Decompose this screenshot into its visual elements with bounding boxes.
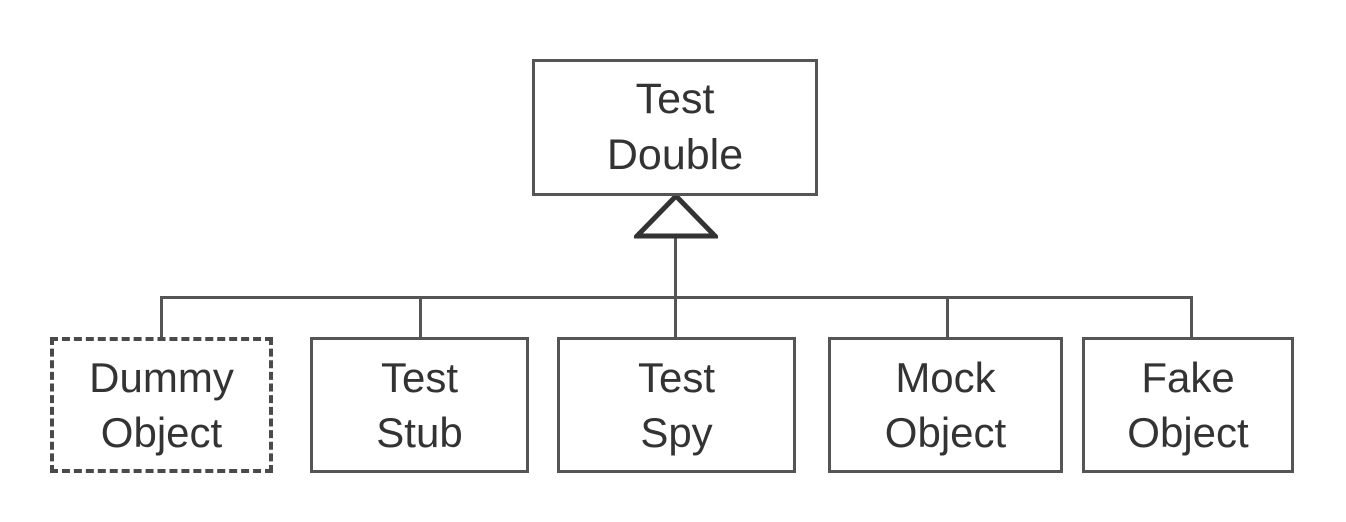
class-label-line1: Test	[637, 353, 716, 401]
class-label-line1: Test	[380, 353, 459, 401]
class-box-mock-object[interactable]: Mock Object	[828, 337, 1063, 473]
class-label-line2: Object	[1127, 408, 1249, 456]
class-label-line1: Dummy	[89, 353, 234, 401]
class-label-line2: Object	[884, 408, 1007, 456]
class-label-line2: Stub	[376, 408, 463, 456]
class-label-line1: Test	[635, 75, 715, 123]
generalization-bus-line	[161, 296, 1193, 299]
class-label-line1: Mock	[895, 353, 996, 401]
class-label-line2: Double	[606, 131, 744, 179]
connector-to-dummy-object	[160, 296, 163, 339]
class-label-line1: Fake	[1141, 353, 1235, 401]
class-label-line2: Spy	[640, 408, 713, 456]
class-box-test-stub[interactable]: Test Stub	[310, 337, 529, 473]
connector-to-test-stub	[419, 296, 422, 339]
class-box-test-spy[interactable]: Test Spy	[557, 337, 796, 473]
class-box-dummy-object[interactable]: Dummy Object	[50, 337, 273, 473]
class-box-test-double[interactable]: Test Double	[532, 59, 818, 196]
connector-to-mock-object	[946, 296, 949, 339]
hollow-triangle-arrowhead-icon	[634, 193, 718, 239]
connector-to-test-spy	[674, 296, 677, 339]
generalization-stem	[674, 235, 677, 298]
class-box-fake-object[interactable]: Fake Object	[1082, 337, 1294, 473]
class-label-line2: Object	[100, 408, 223, 456]
connector-to-fake-object	[1190, 296, 1193, 339]
